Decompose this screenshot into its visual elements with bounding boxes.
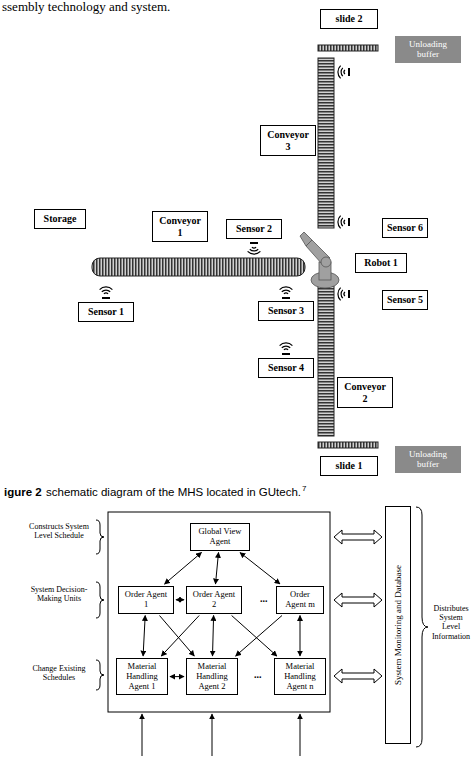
agent-link xyxy=(213,616,214,657)
conveyor-belt xyxy=(92,258,305,276)
node-text: Unloading buffer xyxy=(399,39,457,60)
node-text: Order Agent 2 xyxy=(190,590,238,610)
agent-link xyxy=(232,616,277,657)
sensor-box: Sensor 5 xyxy=(382,290,428,310)
ellipsis: ... xyxy=(254,669,262,680)
agent-box: Material Handling Agent 1 xyxy=(116,658,168,695)
node-text: Sensor 2 xyxy=(230,223,278,235)
sensor-box: Sensor 3 xyxy=(258,301,314,321)
node-text: Unloading buffer xyxy=(399,449,457,470)
node-text: slide 2 xyxy=(324,13,374,25)
agent-link xyxy=(143,616,145,657)
agent-link xyxy=(160,616,195,657)
node-text: Sensor 3 xyxy=(262,305,310,317)
agent-box: Order Agent m xyxy=(276,586,324,614)
agent-link xyxy=(176,599,184,600)
node-text: Sensor 1 xyxy=(82,306,130,318)
robot-label: Robot 1 xyxy=(355,253,407,273)
footnote-number: 7 xyxy=(302,484,306,494)
node-text: Order Agent 1 xyxy=(122,590,170,610)
node-text: Storage xyxy=(38,213,82,225)
caption-text: schematic diagram of the MHS located in … xyxy=(46,486,301,500)
sensor-signal xyxy=(280,343,293,354)
agent-link xyxy=(236,616,282,657)
agent-link xyxy=(170,676,184,677)
brace xyxy=(96,507,428,747)
sensor-signal xyxy=(248,243,261,254)
sensor-box: Sensor 6 xyxy=(382,218,428,238)
database-box: System Monitoring and Database xyxy=(385,506,411,744)
agent-link xyxy=(300,616,301,657)
node-text: Sensor 4 xyxy=(262,362,310,374)
side-label: Distributes System Level Information xyxy=(430,604,472,641)
node-text: Order Agent m xyxy=(280,590,320,610)
robot-arm xyxy=(300,232,339,288)
node-text: Sensor 5 xyxy=(386,294,424,306)
agent-frame xyxy=(108,512,330,712)
agent-link xyxy=(165,553,202,585)
agent-box: Material Handling Agent n xyxy=(274,658,326,695)
node-text: Sensor 6 xyxy=(386,222,424,234)
slide-box: slide 2 xyxy=(320,9,378,29)
sensor-box: Sensor 1 xyxy=(78,302,134,322)
buffer-box: Unloading buffer xyxy=(395,446,461,473)
node-text: Conveyor 3 xyxy=(264,129,312,152)
node-text: Conveyor 1 xyxy=(156,215,204,238)
layer-label: Constructs System Level Schedule xyxy=(24,522,94,540)
ellipsis: ... xyxy=(260,593,268,604)
sensor-signal xyxy=(338,66,349,79)
agent-box: Order Agent 1 xyxy=(118,586,174,614)
sensor-box: Sensor 2 xyxy=(226,219,282,239)
conveyor-belt xyxy=(318,286,334,436)
node-text: Conveyor 2 xyxy=(341,381,389,404)
sensor-signal xyxy=(280,287,293,298)
header-text: ssembly technology and system. xyxy=(2,0,170,14)
buffer-box: Unloading buffer xyxy=(395,36,461,63)
input-arrow xyxy=(142,714,300,756)
agent-link xyxy=(161,616,199,657)
node-text: Material Handling Agent 2 xyxy=(190,662,234,691)
layer-label: System Decision-Making Units xyxy=(24,585,94,603)
agent-box: Global View Agent xyxy=(190,523,250,551)
slide-box: slide 1 xyxy=(320,456,378,476)
sensor-signal xyxy=(338,288,349,301)
agent-box: Order Agent 2 xyxy=(186,586,242,614)
node-text: Global View Agent xyxy=(194,527,246,547)
node-text: slide 1 xyxy=(324,460,374,472)
node-text: Robot 1 xyxy=(359,257,403,269)
agent-box: Material Handling Agent 2 xyxy=(186,658,238,695)
sensor-signal xyxy=(100,287,113,298)
conveyor-belt xyxy=(318,58,334,228)
figure-number: igure 2 xyxy=(4,486,42,500)
double-arrow xyxy=(334,530,382,683)
node-text: Material Handling Agent 1 xyxy=(120,662,164,691)
agent-link xyxy=(240,553,280,585)
node-text: System Monitoring and Database xyxy=(393,565,403,685)
slide-ramp xyxy=(318,45,378,51)
conveyor-label: Conveyor 3 xyxy=(260,125,316,156)
agent-link xyxy=(216,553,219,585)
storage-box: Storage xyxy=(34,209,86,229)
sensor-box: Sensor 4 xyxy=(258,358,314,378)
slide-ramp xyxy=(318,442,378,448)
conveyor-label: Conveyor 2 xyxy=(337,377,393,408)
node-text: Material Handling Agent n xyxy=(278,662,322,691)
conveyor-label: Conveyor 1 xyxy=(152,211,208,242)
layer-label: Change Existing Schedules xyxy=(24,664,94,682)
sensor-signal xyxy=(338,216,349,229)
